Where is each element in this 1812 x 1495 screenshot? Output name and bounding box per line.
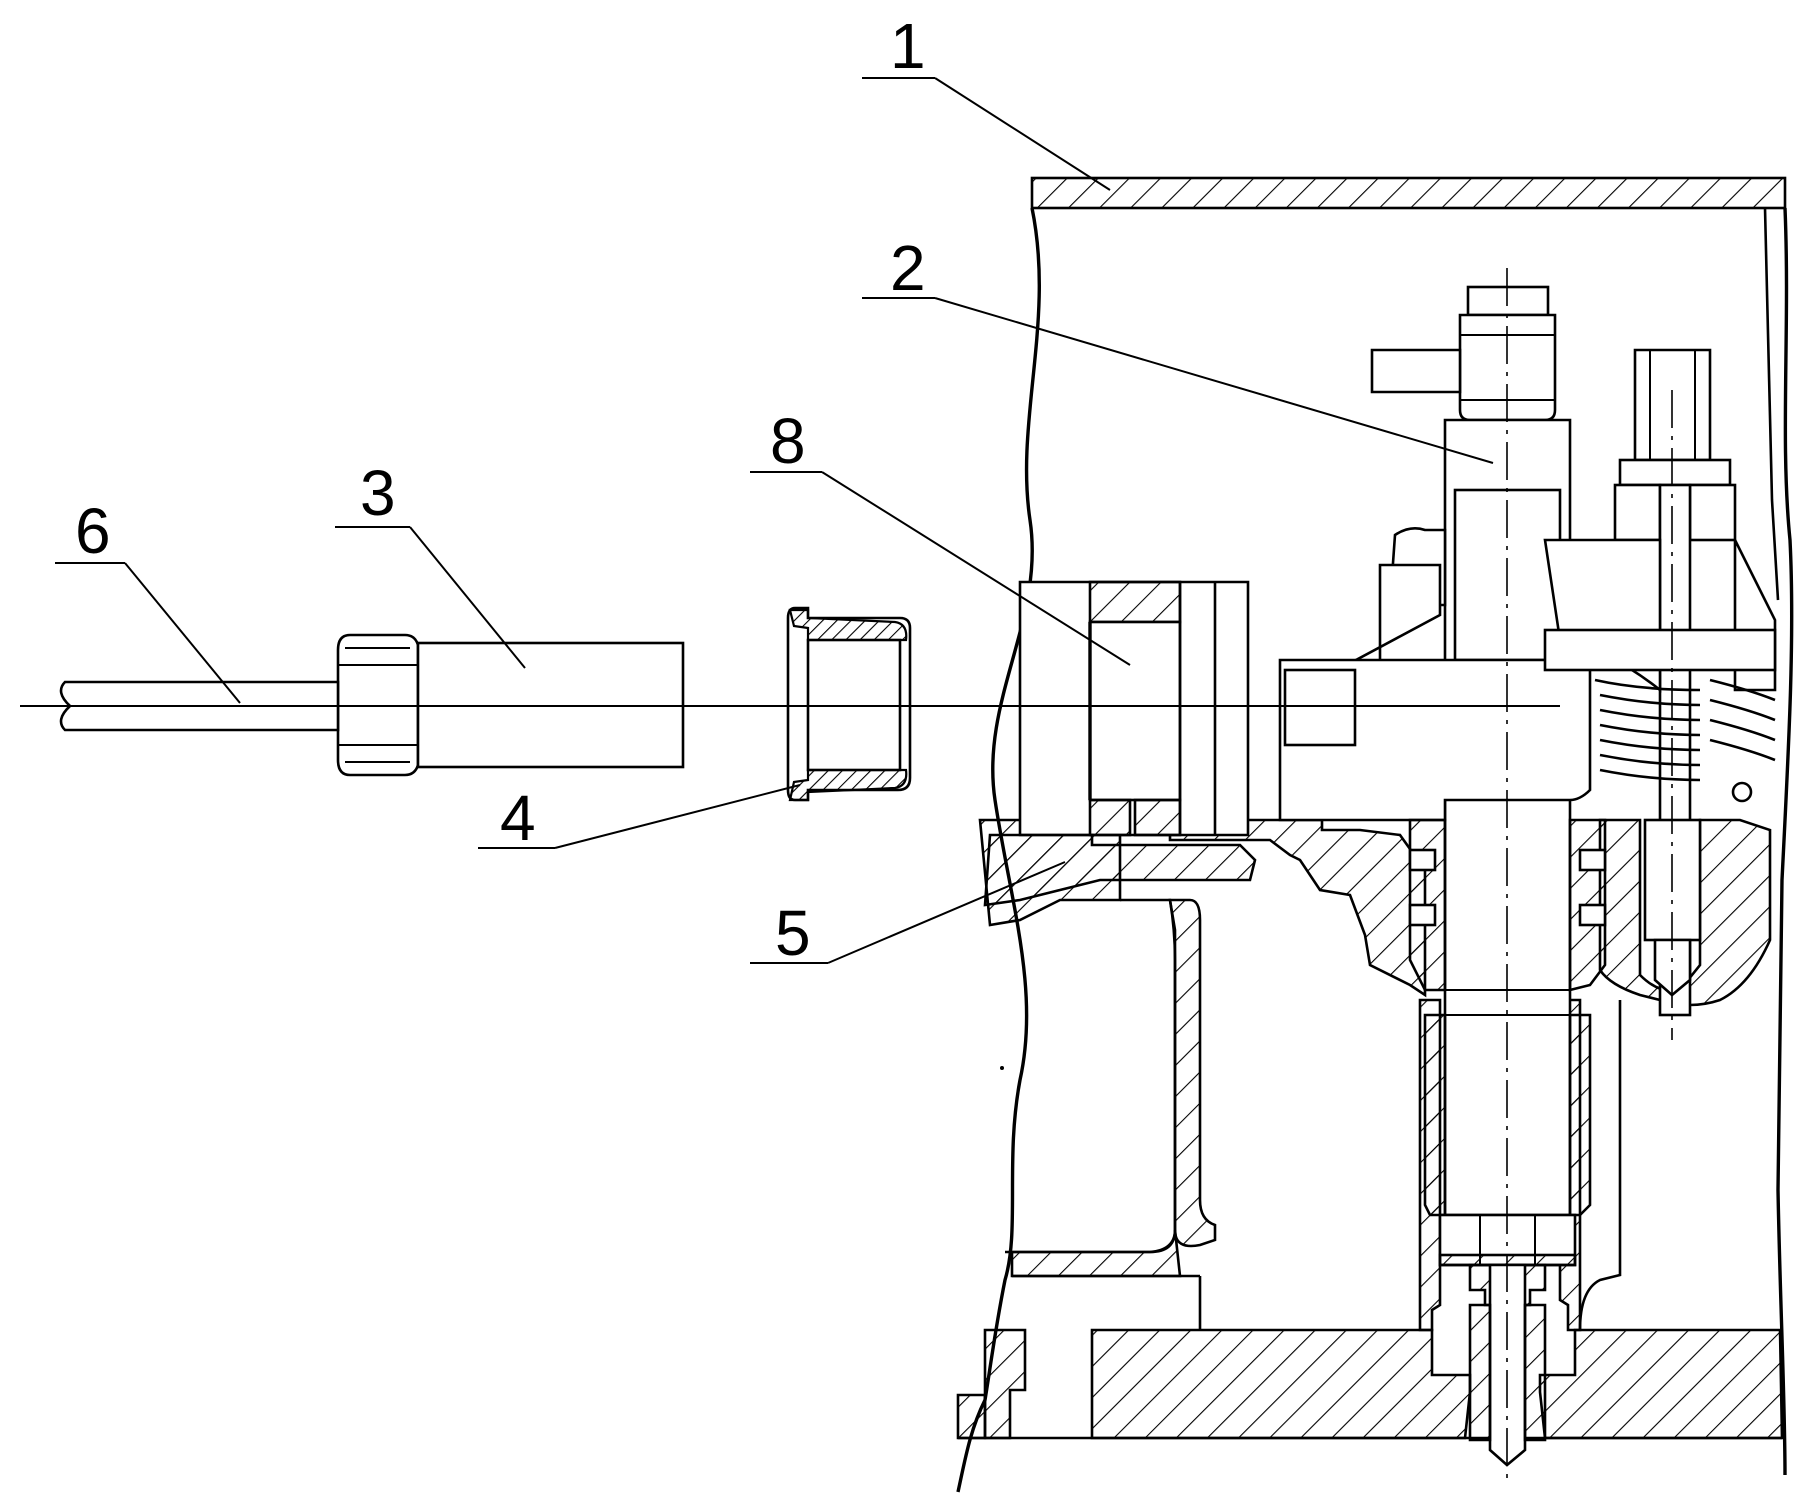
callout-5: 5 — [775, 897, 811, 969]
bushing-part-8 — [985, 582, 1255, 905]
callout-1: 1 — [890, 10, 926, 82]
sleeve-part-4 — [788, 608, 910, 800]
callout-8: 8 — [770, 405, 806, 477]
stray-dot — [1000, 1066, 1004, 1070]
callout-3: 3 — [360, 457, 396, 529]
callout-2: 2 — [890, 232, 926, 304]
housing-base — [958, 1330, 1782, 1438]
callout-4: 4 — [500, 782, 536, 854]
callout-6: 6 — [75, 495, 111, 567]
